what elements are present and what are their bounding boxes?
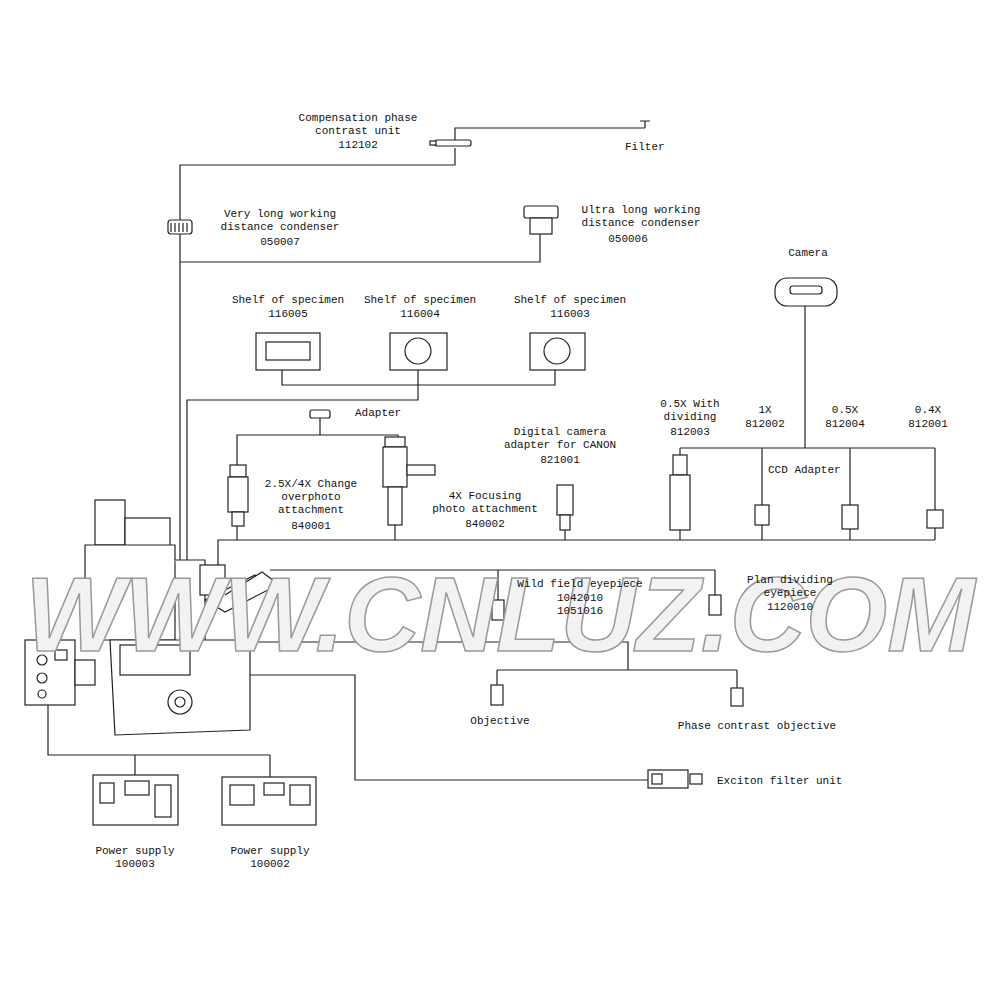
part-label: Ultra long working distance condenser <box>574 204 709 230</box>
wiring <box>48 121 935 780</box>
part-label: 4X Focusing photo attachment <box>429 490 541 516</box>
part-label: 1051016 <box>557 605 603 618</box>
part-label: Exciton filter unit <box>717 775 842 788</box>
part-label: 812001 <box>908 418 948 431</box>
part-label: 116005 <box>268 308 308 321</box>
part-label: Wild field eyepiece <box>517 578 642 591</box>
part-label: Compensation phase contrast unit <box>293 112 423 138</box>
part-label: 2.5X/4X Change overphoto attachment <box>259 478 364 517</box>
component-icons <box>93 140 943 825</box>
part-label: 1042010 <box>557 592 603 605</box>
part-label: 050007 <box>260 236 300 249</box>
part-label: Plan dividing eyepiece <box>735 574 845 600</box>
part-label: 812004 <box>825 418 865 431</box>
part-label: Power supply <box>230 845 309 858</box>
part-label: Very long working distance condenser <box>216 208 344 234</box>
part-label: 840001 <box>291 520 331 533</box>
part-label: Power supply <box>95 845 174 858</box>
part-label: 0.5X <box>832 404 858 417</box>
part-label: 0.4X <box>915 404 941 417</box>
part-label: 840002 <box>465 518 505 531</box>
part-label: Shelf of specimen <box>364 294 476 307</box>
part-label: 1120010 <box>767 601 813 614</box>
part-label: Shelf of specimen <box>514 294 626 307</box>
part-label: Camera <box>788 247 828 260</box>
part-label: 0.5X With dividing <box>655 398 725 424</box>
part-label: 116004 <box>400 308 440 321</box>
part-label: 050006 <box>608 233 648 246</box>
part-label: 100003 <box>115 858 155 871</box>
part-label: Objective <box>470 715 529 728</box>
part-label: 812002 <box>745 418 785 431</box>
part-label: Filter <box>625 141 665 154</box>
part-label: 1X <box>758 404 771 417</box>
part-label: 100002 <box>250 858 290 871</box>
part-label: 116003 <box>550 308 590 321</box>
part-label: Phase contrast objective <box>678 720 836 733</box>
part-label: 812003 <box>670 426 710 439</box>
part-label: 112102 <box>338 139 378 152</box>
part-label: 821001 <box>540 454 580 467</box>
part-label: Digital camera adapter for CANON <box>498 426 623 452</box>
part-label: CCD Adapter <box>768 464 841 477</box>
part-label: Adapter <box>355 407 401 420</box>
part-label: Shelf of specimen <box>232 294 344 307</box>
